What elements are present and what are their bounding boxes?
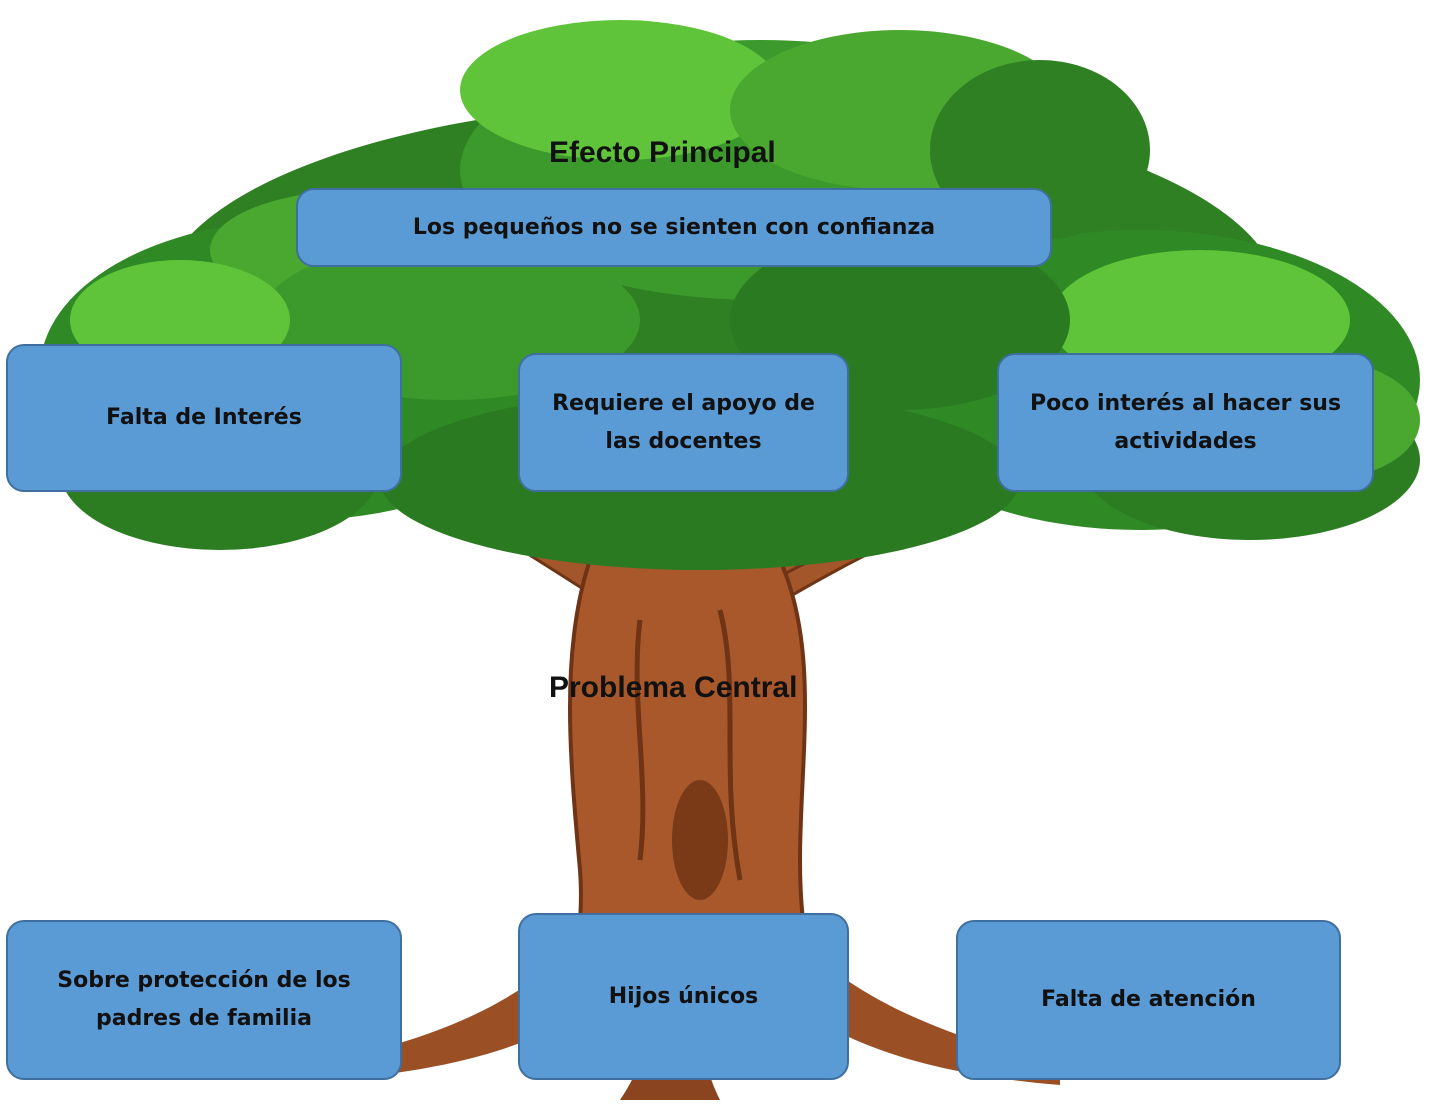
effect-box-3: Poco interés al hacer sus actividades — [997, 353, 1374, 492]
cause-text-3: Falta de atención — [1041, 987, 1256, 1012]
effect-box-1: Falta de Interés — [6, 344, 402, 492]
cause-box-3: Falta de atención — [956, 920, 1341, 1080]
cause-text-1: Sobre protección de los padres de famili… — [57, 968, 351, 1031]
problem-heading: Problema Central — [549, 671, 798, 704]
effect-box-2: Requiere el apoyo de las docentes — [518, 353, 849, 492]
main-effect-box: Los pequeños no se sienten con confianza — [296, 188, 1052, 267]
cause-box-2: Hijos únicos — [518, 913, 849, 1080]
effect-text-1: Falta de Interés — [106, 405, 302, 430]
cause-text-2: Hijos únicos — [608, 983, 759, 1009]
effect-text-3: Poco interés al hacer sus actividades — [1029, 390, 1342, 454]
main-effect-text: Los pequeños no se sienten con confianza — [412, 214, 936, 240]
effect-text-2: Requiere el apoyo de las docentes — [552, 390, 815, 454]
effect-heading: Efecto Principal — [549, 136, 776, 169]
cause-box-1: Sobre protección de los padres de famili… — [6, 920, 402, 1080]
